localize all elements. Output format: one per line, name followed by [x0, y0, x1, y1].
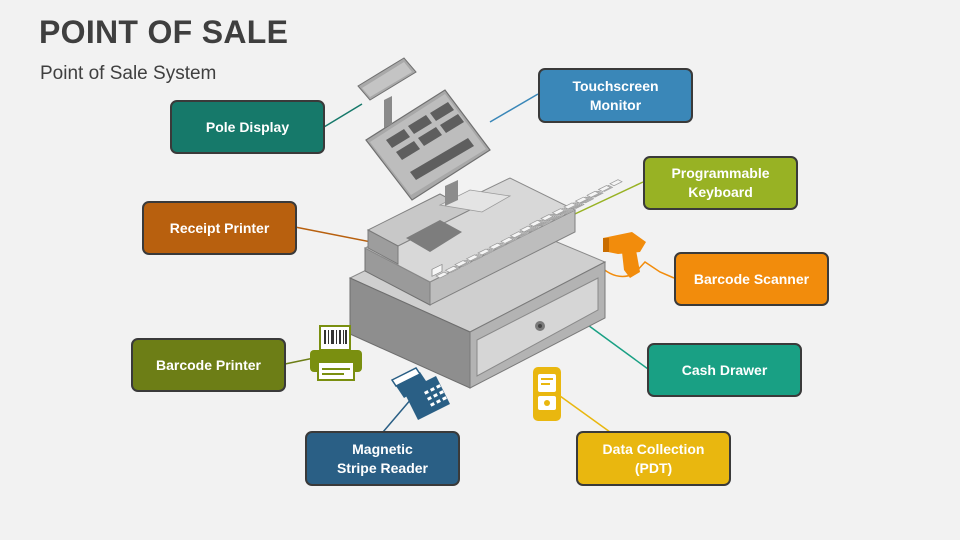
- register-key: [444, 265, 459, 273]
- pdt-device-icon: [533, 367, 561, 421]
- register-key: [454, 260, 468, 267]
- register-key: [477, 248, 491, 256]
- connector-touchscreen: [489, 93, 539, 123]
- connector-barcode-printer: [284, 357, 315, 365]
- register-key: [509, 231, 524, 239]
- barcode-printer-label: Barcode Printer: [131, 338, 286, 392]
- register-key: [551, 208, 566, 216]
- register-key: [586, 190, 600, 198]
- pole-display-label: Pole Display: [170, 100, 325, 154]
- connector-card-reader: [382, 397, 413, 433]
- connector-pdt: [559, 395, 611, 433]
- touchscreen-monitor-label: Touchscreen Monitor: [538, 68, 693, 123]
- register-key: [519, 225, 533, 233]
- register-key: [574, 196, 589, 204]
- barcode-printer-icon: [310, 325, 362, 381]
- cash-drawer-label: Cash Drawer: [647, 343, 802, 397]
- register-key: [563, 202, 577, 210]
- cash-register-illustration: [348, 57, 623, 389]
- register-key: [528, 219, 543, 227]
- register-key: [597, 185, 612, 192]
- barcode-scanner-icon: [603, 232, 646, 278]
- register-key: [465, 254, 480, 262]
- magnetic-stripe-reader-label: Magnetic Stripe Reader: [305, 431, 460, 486]
- programmable-keyboard-label: Programmable Keyboard: [643, 156, 798, 210]
- register-key: [500, 237, 514, 244]
- barcode-scanner-label: Barcode Scanner: [674, 252, 829, 306]
- connector-pole-display: [323, 103, 363, 128]
- data-collection-label: Data Collection (PDT): [576, 431, 731, 486]
- page-title: POINT OF SALE: [39, 14, 289, 50]
- page-subtitle: Point of Sale System: [40, 63, 217, 84]
- register-key: [435, 271, 449, 279]
- card-reader-icon: [390, 367, 450, 420]
- register-key: [609, 179, 623, 187]
- register-key: [488, 242, 503, 250]
- receipt-printer-label: Receipt Printer: [142, 201, 297, 255]
- register-key: [540, 214, 554, 221]
